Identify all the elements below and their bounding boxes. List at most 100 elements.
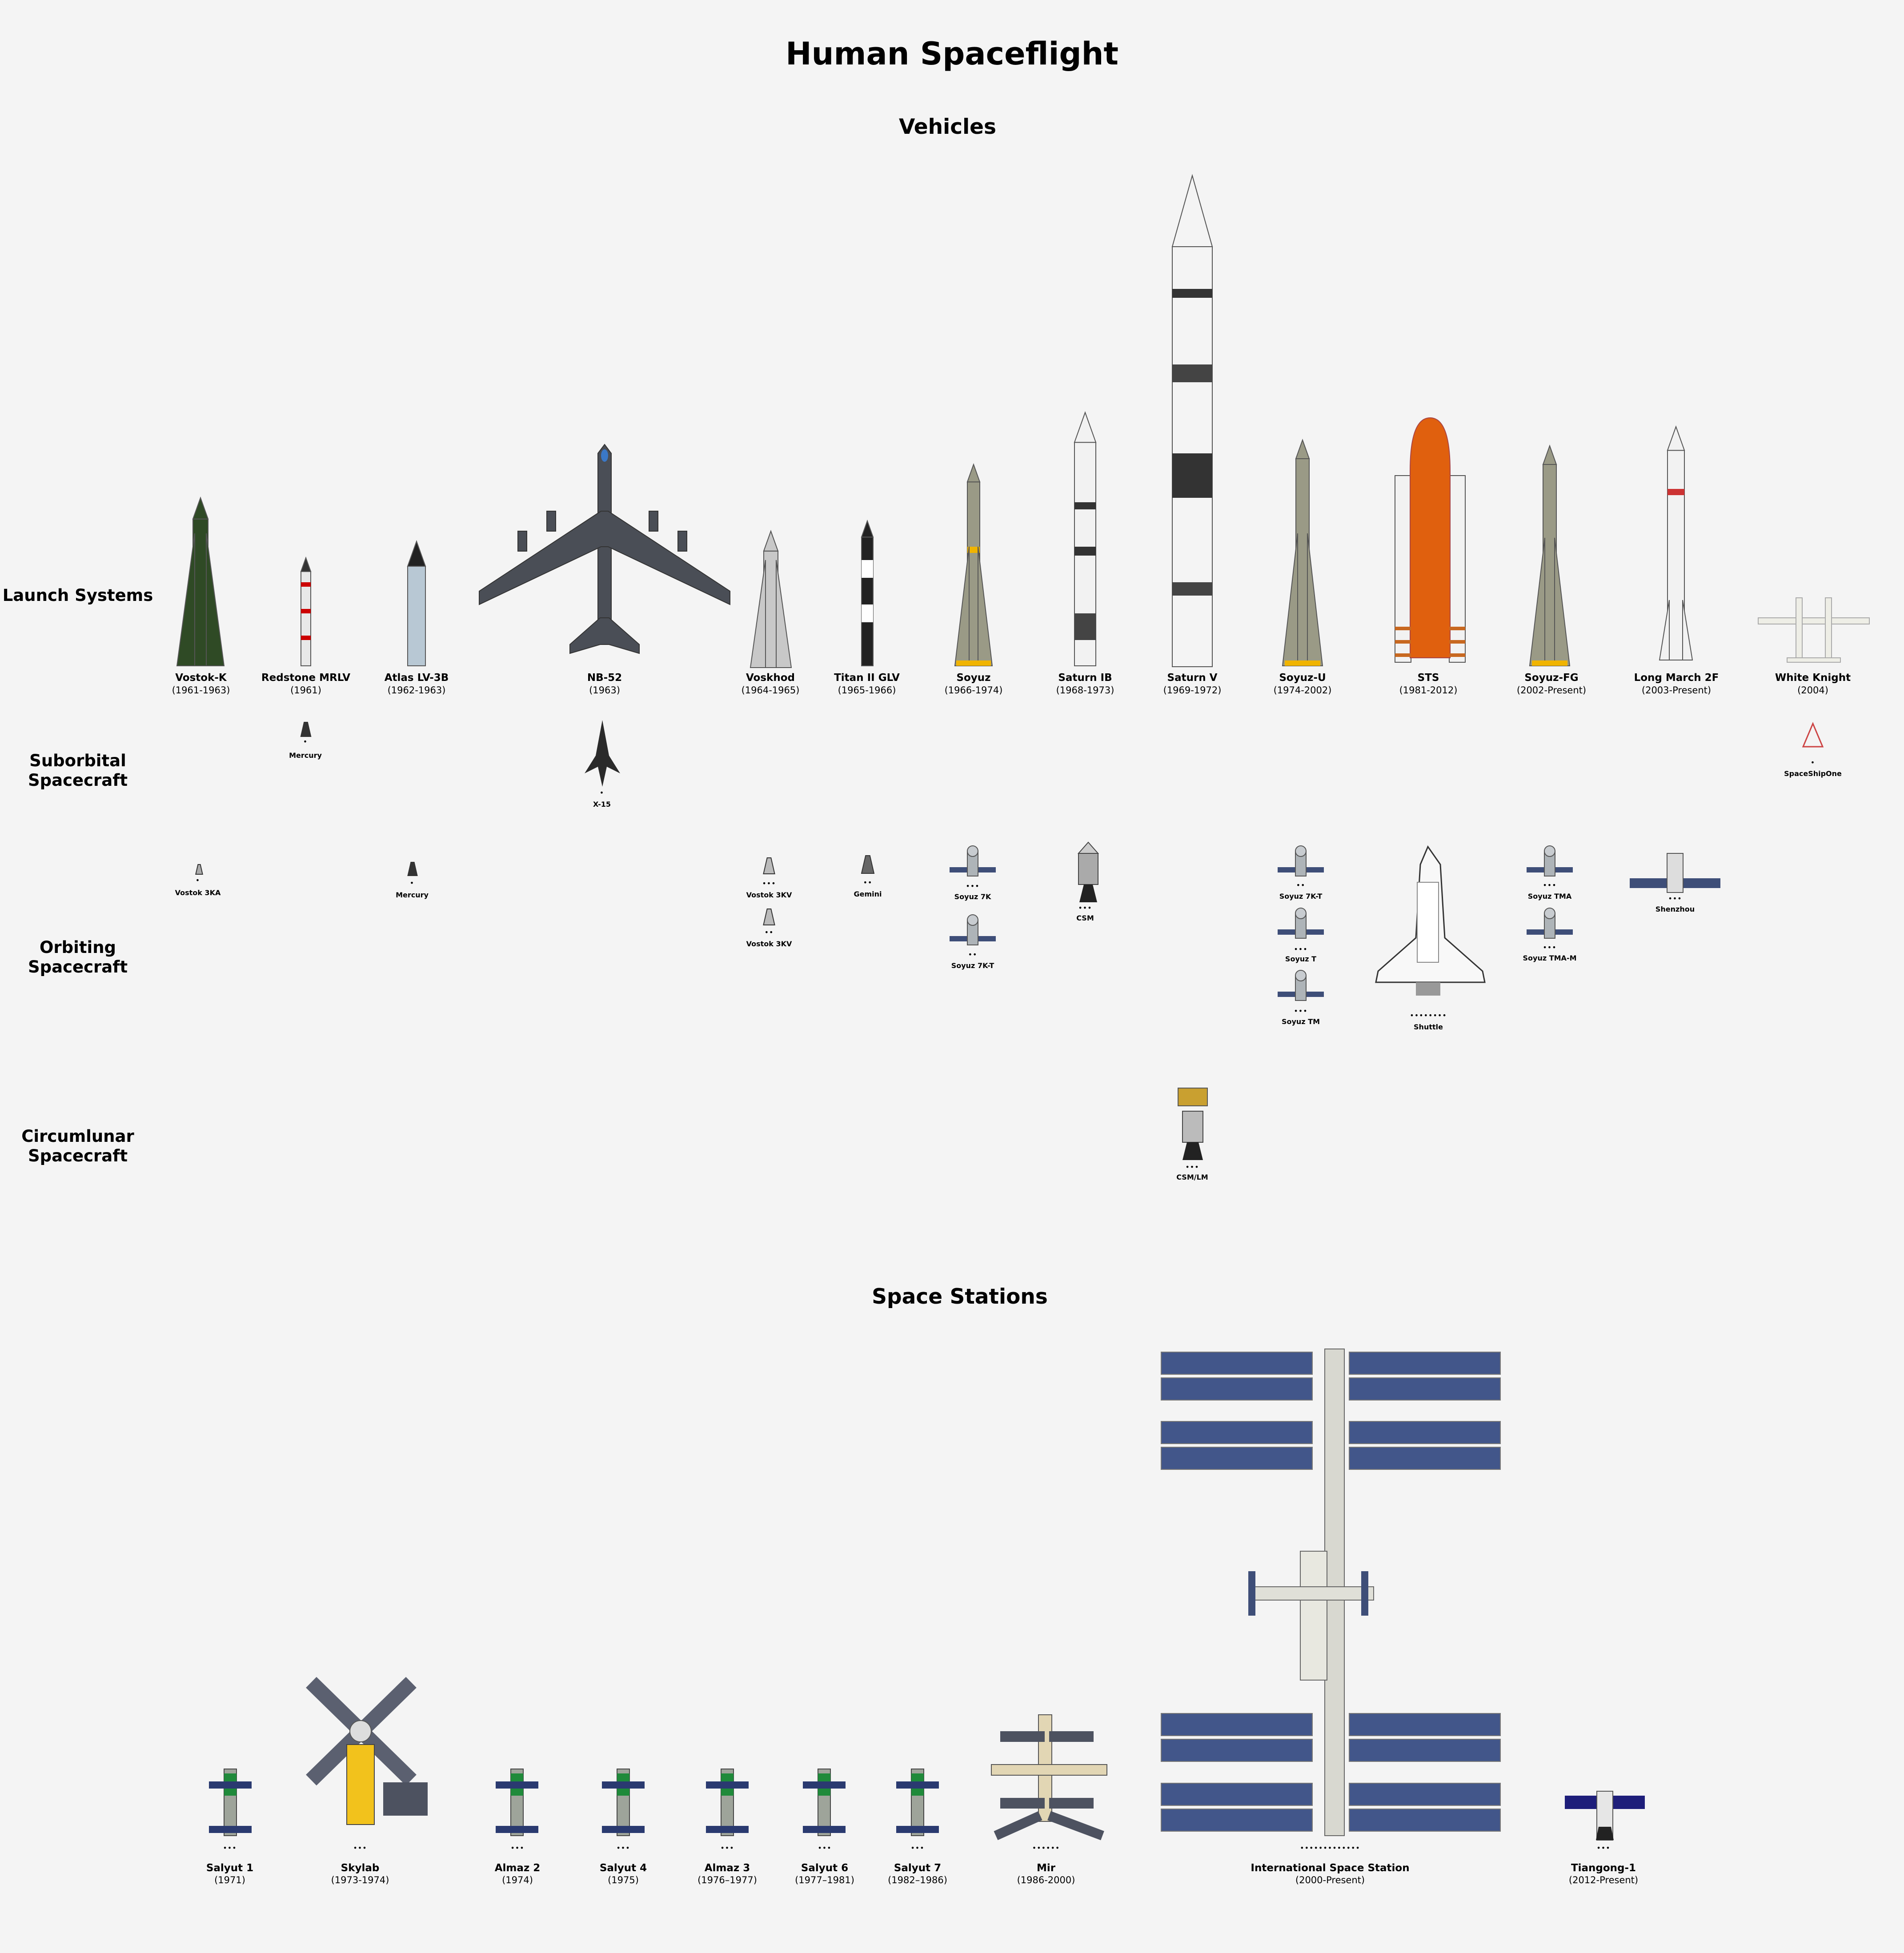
crew-count: ••• [720, 1844, 734, 1852]
page-title: Human Spaceflight [786, 36, 1118, 72]
vehicle-years: (1962-1963) [387, 685, 446, 696]
saturn-v-rocket-icon [1171, 174, 1213, 667]
station-years: (1974) [502, 1875, 533, 1885]
soyuz-spacecraft-icon [1278, 908, 1324, 939]
crew-count: •••••••• [1410, 1011, 1447, 1020]
mercury-capsule-icon [300, 722, 312, 737]
spacecraft-name: Soyuz TMA-M [1523, 954, 1577, 962]
vehicle-years: (1966-1974) [944, 685, 1003, 696]
vehicle-years: (2004) [1797, 685, 1828, 696]
spacecraft-name: SpaceShipOne [1784, 769, 1842, 778]
spacecraft-name: Mercury [396, 891, 429, 899]
station-years: (1986-2000) [1017, 1875, 1075, 1885]
crew-count: ••• [223, 1844, 237, 1852]
spacecraft-name: Shenzhou [1655, 905, 1695, 913]
section-title-space-stations: Space Stations [872, 1285, 1048, 1309]
row-label-launch-systems: Launch Systems [2, 586, 153, 605]
vehicle-name: Soyuz-FG [1524, 672, 1579, 684]
station-years: (2012-Present) [1568, 1875, 1639, 1885]
voskhod-capsule-icon [763, 908, 775, 925]
row-label-suborbital-spacecraft: Suborbital Spacecraft [28, 751, 128, 790]
crew-count: • [599, 788, 605, 797]
crew-count: ••• [1078, 904, 1092, 912]
b52-aircraft-icon [479, 444, 730, 654]
vehicle-years: (1963) [589, 685, 620, 696]
station-years: (1975) [608, 1875, 639, 1885]
crew-count: ••• [966, 882, 980, 890]
spacecraft-name: Soyuz T [1285, 955, 1317, 963]
crew-count: • [1810, 758, 1816, 767]
crew-count: ••• [1543, 943, 1557, 952]
spacecraft-name: Vostok 3KV [746, 940, 792, 948]
salyut-station-icon [896, 1769, 939, 1836]
vehicle-name: Redstone MRLV [261, 672, 351, 684]
voskhod-rocket-icon [750, 530, 792, 668]
spacecraft-name: Vostok 3KA [175, 888, 221, 897]
spacecraft-name: Soyuz TMA [1527, 892, 1572, 900]
vehicle-name: Soyuz-U [1279, 672, 1326, 684]
vostok-k-rocket-icon [176, 496, 225, 666]
station-years: (1982–1986) [888, 1875, 947, 1885]
vehicle-name: Saturn IB [1058, 672, 1112, 684]
soyuz-spacecraft-icon [950, 845, 996, 876]
vehicle-years: (2003-Present) [1641, 685, 1712, 696]
vehicle-name: Voskhod [746, 672, 795, 684]
soyuz-fg-rocket-icon [1529, 444, 1571, 666]
space-shuttle-orbiter-icon [1375, 845, 1486, 996]
station-years: (1973-1974) [331, 1875, 389, 1885]
spacecraft-name: Shuttle [1414, 1023, 1443, 1031]
crew-count: ••• [353, 1844, 367, 1852]
row-label-circumlunar-spacecraft: Circumlunar Spacecraft [21, 1127, 134, 1165]
soyuz-spacecraft-icon [1527, 908, 1573, 939]
soyuz-spacecraft-icon [1278, 845, 1324, 876]
vehicle-years: (1961-1963) [172, 685, 230, 696]
crew-count: •• [764, 928, 774, 936]
crew-count: ••• [1668, 894, 1682, 903]
section-title-vehicles: Vehicles [898, 115, 997, 139]
station-name: Salyut 1 [206, 1862, 254, 1874]
crew-count: •• [1296, 881, 1306, 889]
crew-count: ••• [910, 1844, 925, 1852]
vehicle-years: (1961) [290, 685, 321, 696]
soyuz-spacecraft-icon [1527, 845, 1573, 876]
gemini-capsule-icon [861, 855, 875, 874]
crew-count: •• [968, 950, 978, 959]
crew-count: ••• [818, 1844, 832, 1852]
redstone-rocket-icon [300, 556, 312, 667]
iss-station-icon [1161, 1349, 1501, 1836]
station-name: Skylab [341, 1862, 380, 1874]
spacecraft-name: Soyuz 7K-T [951, 961, 994, 970]
spacecraft-name: CSM [1076, 914, 1094, 922]
shenzhou-spacecraft-icon [1630, 853, 1720, 893]
station-years: (1976–1977) [697, 1875, 757, 1885]
apollo-csm-lm-icon [1178, 1088, 1208, 1160]
soyuz-u-rocket-icon [1282, 439, 1323, 666]
station-name: Salyut 6 [801, 1862, 849, 1874]
vehicle-name: Atlas LV-3B [384, 672, 449, 684]
almaz-station-icon [706, 1769, 749, 1836]
crew-count: ••• [1596, 1844, 1611, 1852]
spacecraft-name: Mercury [289, 751, 322, 760]
tiangong-station-icon [1565, 1791, 1645, 1841]
vehicle-years: (1981-2012) [1399, 685, 1458, 696]
voskhod-capsule-icon [763, 857, 775, 874]
vehicle-years: (2002-Present) [1516, 685, 1587, 696]
vehicle-name: Soyuz [956, 672, 991, 684]
almaz-station-icon [496, 1769, 538, 1836]
station-name: Almaz 2 [494, 1862, 541, 1874]
salyut-station-icon [209, 1769, 252, 1836]
station-name: Almaz 3 [704, 1862, 750, 1874]
vehicle-name: Saturn V [1167, 672, 1218, 684]
station-years: (1971) [214, 1875, 245, 1885]
crew-count: ••• [1294, 1007, 1308, 1015]
spacecraft-name: Soyuz 7K-T [1279, 892, 1323, 900]
soyuz-spacecraft-icon [1278, 970, 1324, 1001]
vehicle-name: NB-52 [587, 672, 622, 684]
soyuz-rocket-icon [954, 463, 993, 666]
vehicle-years: (1965-1966) [838, 685, 896, 696]
spacecraft-name: CSM/LM [1176, 1173, 1208, 1181]
crew-count: • [303, 737, 308, 746]
vostok-capsule-icon [195, 864, 203, 875]
